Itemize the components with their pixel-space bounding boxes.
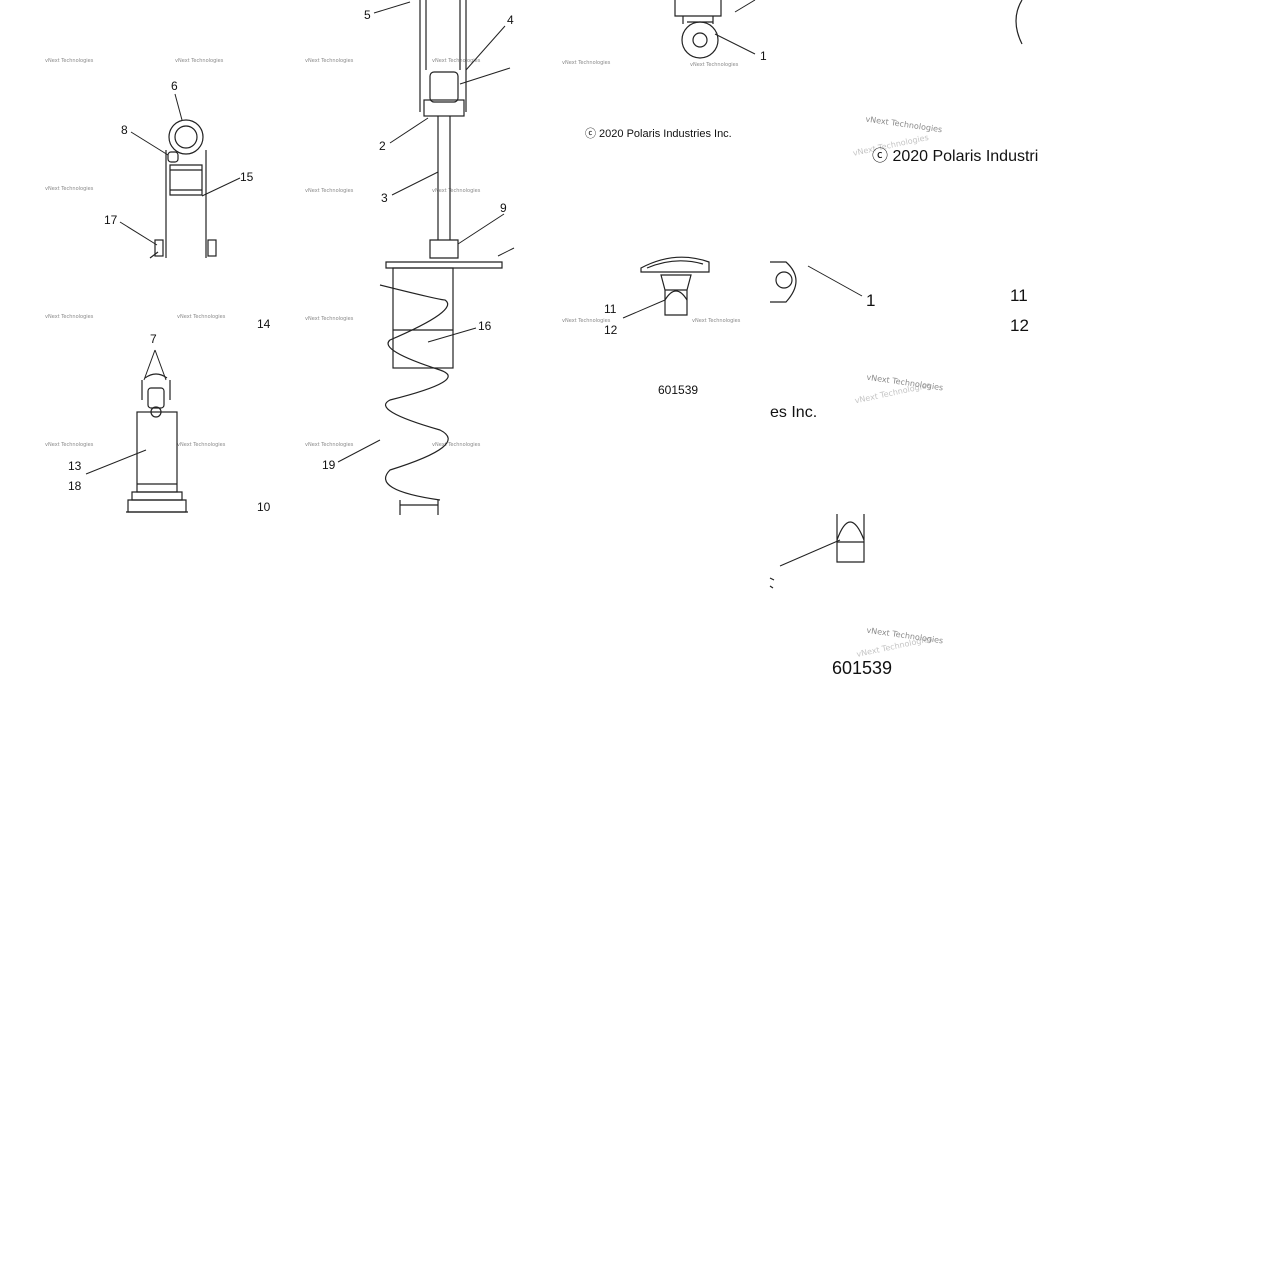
callout-11: 11	[604, 302, 617, 316]
copyright-fragment: es Inc.	[770, 404, 817, 421]
tile-zoom-detail-top: vNext Technologies vNext Technologies ⓒ …	[770, 0, 1038, 258]
callout-2: 2	[379, 139, 386, 153]
watermark-group: vNext Technologies vNext Technologies vN…	[45, 58, 481, 448]
coil-spring	[379, 261, 503, 515]
callout-6: 6	[171, 79, 178, 93]
watermark: vNext Technologies	[562, 60, 611, 66]
watermark: vNext Technologies	[305, 316, 354, 322]
callout-17: 17	[104, 213, 118, 227]
watermark: vNext Technologies	[177, 442, 226, 448]
watermark: vNext Technologies	[865, 115, 943, 135]
tile-zoom-detail-bottom: 1 11 12 vNext Technologies vNext Technol…	[769, 258, 1029, 688]
leader-lines	[85, 1, 515, 475]
eyelet-mount	[674, 0, 756, 59]
bumper-zoom	[769, 514, 865, 589]
watermark: vNext Technologies	[432, 58, 481, 64]
callout-5: 5	[364, 8, 371, 22]
callout-18: 18	[68, 479, 82, 493]
shock-diagram-svg: vNext Technologies vNext Technologies vN…	[45, 0, 515, 515]
figure-number-zoom: 601539	[832, 658, 892, 678]
callout-15: 15	[240, 170, 254, 184]
watermark: vNext Technologies	[432, 442, 481, 448]
callout-4: 4	[507, 13, 514, 27]
watermark: vNext Technologies	[305, 58, 354, 64]
watermark: vNext Technologies	[177, 314, 226, 320]
watermark: vNext Technologies	[305, 188, 354, 194]
zoom-bottom-svg: 1 11 12 vNext Technologies vNext Technol…	[769, 261, 1029, 678]
callout-14: 14	[257, 317, 271, 331]
watermark: vNext Technologies	[305, 442, 354, 448]
watermark: vNext Technologies	[690, 62, 739, 68]
zoom-top-svg: vNext Technologies vNext Technologies ⓒ …	[852, 0, 1038, 165]
callout-12: 12	[604, 323, 618, 337]
watermark: vNext Technologies	[45, 186, 94, 192]
callout-8: 8	[121, 123, 128, 137]
watermark: vNext Technologies	[432, 188, 481, 194]
shock-absorber-body	[419, 0, 467, 259]
eyelet-edge	[1015, 0, 1023, 45]
callout-9: 9	[500, 201, 507, 215]
callout-19: 19	[322, 458, 336, 472]
callout-10: 10	[257, 500, 271, 514]
watermark-stamp: vNext Technologies vNext Technologies	[854, 373, 944, 406]
callout-labels: 5 4 6 8 2 15 3 9 17 14 16 7 19 13 18 10	[68, 8, 514, 514]
reservoir-top-assembly	[149, 119, 217, 259]
copyright-panel-svg: vNext Technologies vNext Technologies vN…	[562, 0, 767, 397]
copyright-notice-zoom: ⓒ 2020 Polaris Industri	[872, 147, 1038, 165]
callout-11-zoom: 11	[1010, 286, 1028, 305]
watermark-stamp: vNext Technologies vNext Technologies	[856, 626, 944, 659]
callout-1-zoom: 1	[866, 291, 875, 310]
watermark: vNext Technologies	[562, 318, 611, 324]
watermark-group: vNext Technologies vNext Technologies vN…	[562, 60, 741, 324]
watermark: vNext Technologies	[175, 58, 224, 64]
figure-number: 601539	[658, 383, 698, 397]
callout-1: 1	[760, 49, 767, 63]
tile-copyright-panel: vNext Technologies vNext Technologies vN…	[515, 0, 770, 515]
watermark: vNext Technologies	[45, 58, 94, 64]
watermark: vNext Technologies	[45, 442, 94, 448]
callout-16: 16	[478, 319, 492, 333]
callout-12-zoom: 12	[1010, 316, 1029, 335]
callout-3: 3	[381, 191, 388, 205]
watermark: vNext Technologies	[45, 314, 94, 320]
callout-7: 7	[150, 332, 157, 346]
watermark: vNext Technologies	[692, 318, 741, 324]
bumper-cap	[622, 256, 710, 319]
copyright-notice: ⓒ 2020 Polaris Industries Inc.	[585, 127, 732, 140]
callout-13: 13	[68, 459, 82, 473]
eyelet-zoom	[770, 261, 863, 303]
tile-main-shock: vNext Technologies vNext Technologies vN…	[0, 0, 515, 515]
